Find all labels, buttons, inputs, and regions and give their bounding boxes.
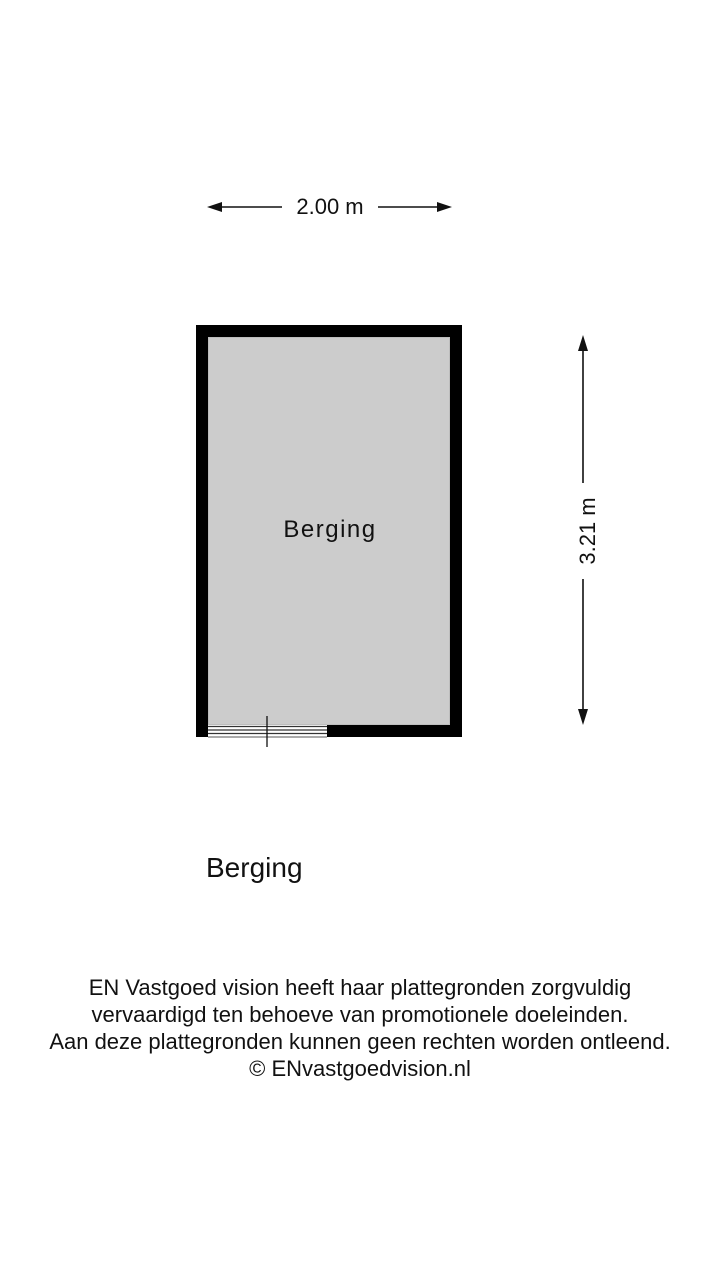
disclaimer-line: vervaardigd ten behoeve van promotionele…	[91, 1002, 629, 1027]
width-dimension-label: 2.00 m	[282, 194, 378, 220]
door-opening	[208, 716, 327, 747]
disclaimer-line: Aan deze plattegronden kunnen geen recht…	[49, 1029, 671, 1054]
height-dimension-label: 3.21 m	[575, 483, 601, 579]
arrow-left-icon	[207, 202, 222, 212]
arrow-up-icon	[578, 335, 588, 351]
room-walls	[196, 325, 462, 737]
room-floor	[208, 337, 450, 725]
disclaimer-line: EN Vastgoed vision heeft haar plattegron…	[88, 975, 632, 1000]
copyright-line: © ENvastgoedvision.nl	[249, 1056, 471, 1081]
arrow-right-icon	[437, 202, 452, 212]
floor-title: Berging	[206, 852, 303, 883]
arrow-down-icon	[578, 709, 588, 725]
room-label: Berging	[283, 516, 377, 543]
disclaimer-text: EN Vastgoed vision heeft haar plattegron…	[0, 974, 720, 1082]
